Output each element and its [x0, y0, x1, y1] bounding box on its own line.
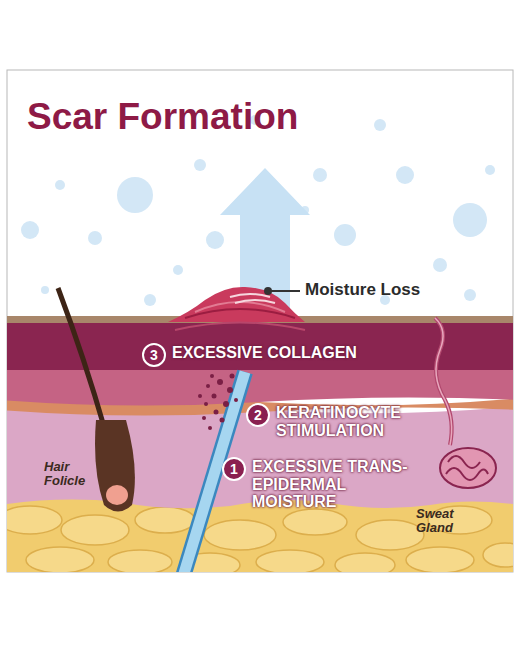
fat-cells — [7, 506, 513, 572]
sweat-gland-coil — [440, 448, 496, 488]
callout-number: 3 — [142, 343, 166, 367]
keratinocytes — [198, 374, 238, 431]
callout-number: 1 — [222, 457, 246, 481]
moisture-channel — [182, 372, 245, 572]
leader-dot — [264, 287, 272, 295]
callout-label: KERATINOCYTE STIMULATION — [276, 404, 416, 439]
scar — [168, 287, 305, 322]
callout-label: Moisture Loss — [305, 280, 420, 300]
callout-label: EXCESSIVE COLLAGEN — [172, 344, 357, 362]
leader-line — [268, 290, 300, 292]
callout-number: 2 — [246, 403, 270, 427]
diagram-title: Scar Formation — [27, 96, 298, 138]
sweat-duct — [435, 318, 452, 445]
callout-label: EXCESSIVE TRANS-EPIDERMAL MOISTURE — [252, 458, 427, 511]
part-label: Sweat Gland — [416, 507, 466, 536]
hair-follicle — [95, 420, 135, 512]
part-label: Hair Folicle — [44, 460, 92, 489]
